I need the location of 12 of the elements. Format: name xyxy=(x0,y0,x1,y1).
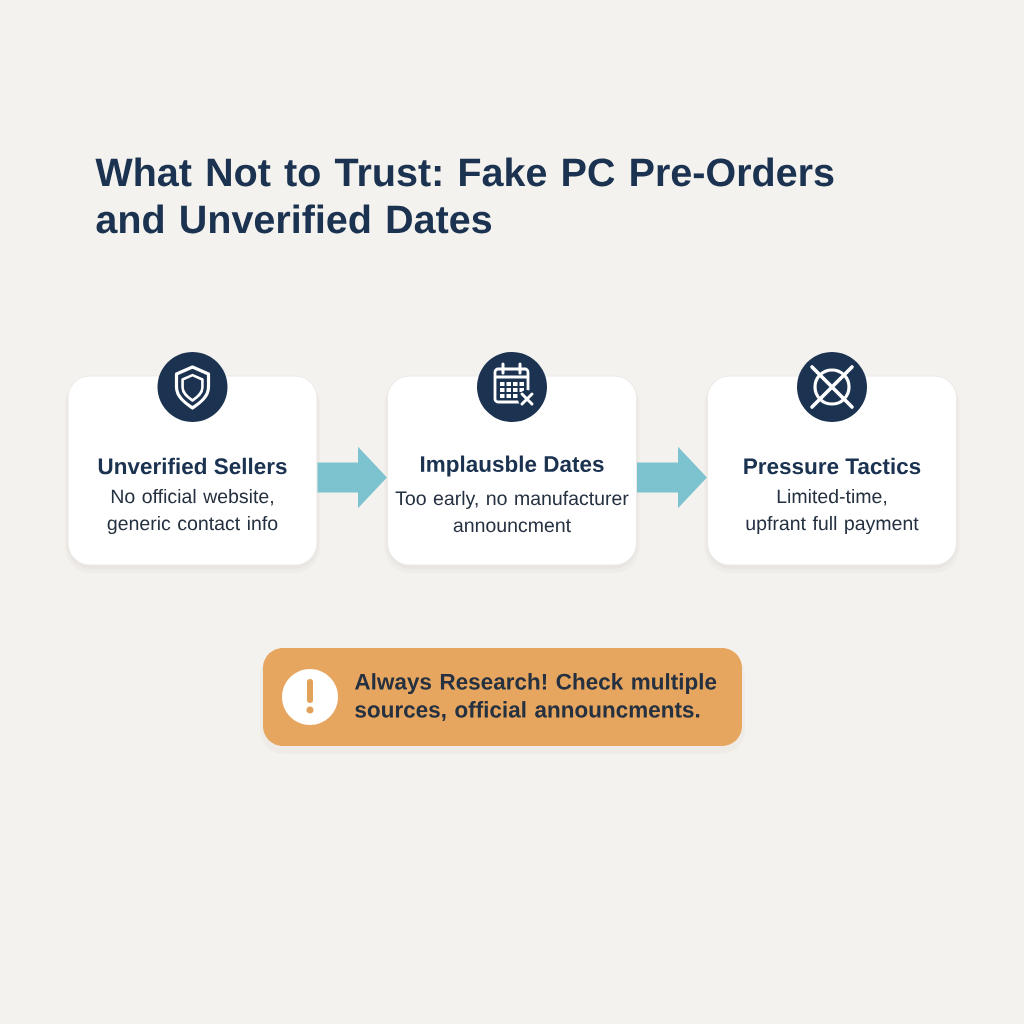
warning-banner xyxy=(260,648,745,754)
card-heading: Implausble Dates xyxy=(421,455,604,477)
card-description: No official website, generic contact info xyxy=(107,488,278,535)
card-description: Too early, no manufacturer announcment xyxy=(395,490,629,533)
card xyxy=(704,375,960,573)
title: What Not to Trust: Fake PC Pre-Orders and Unverified Dates xyxy=(95,157,834,234)
banner-text: Always Research! Check multiple sources, official announcments. xyxy=(354,673,717,721)
card-heading: Pressure Tactics xyxy=(744,457,921,475)
card-heading: Unverified Sellers xyxy=(98,457,287,475)
card xyxy=(384,375,640,573)
card-description: Limited-time, upfrant full payment xyxy=(746,488,919,535)
card xyxy=(65,375,320,573)
